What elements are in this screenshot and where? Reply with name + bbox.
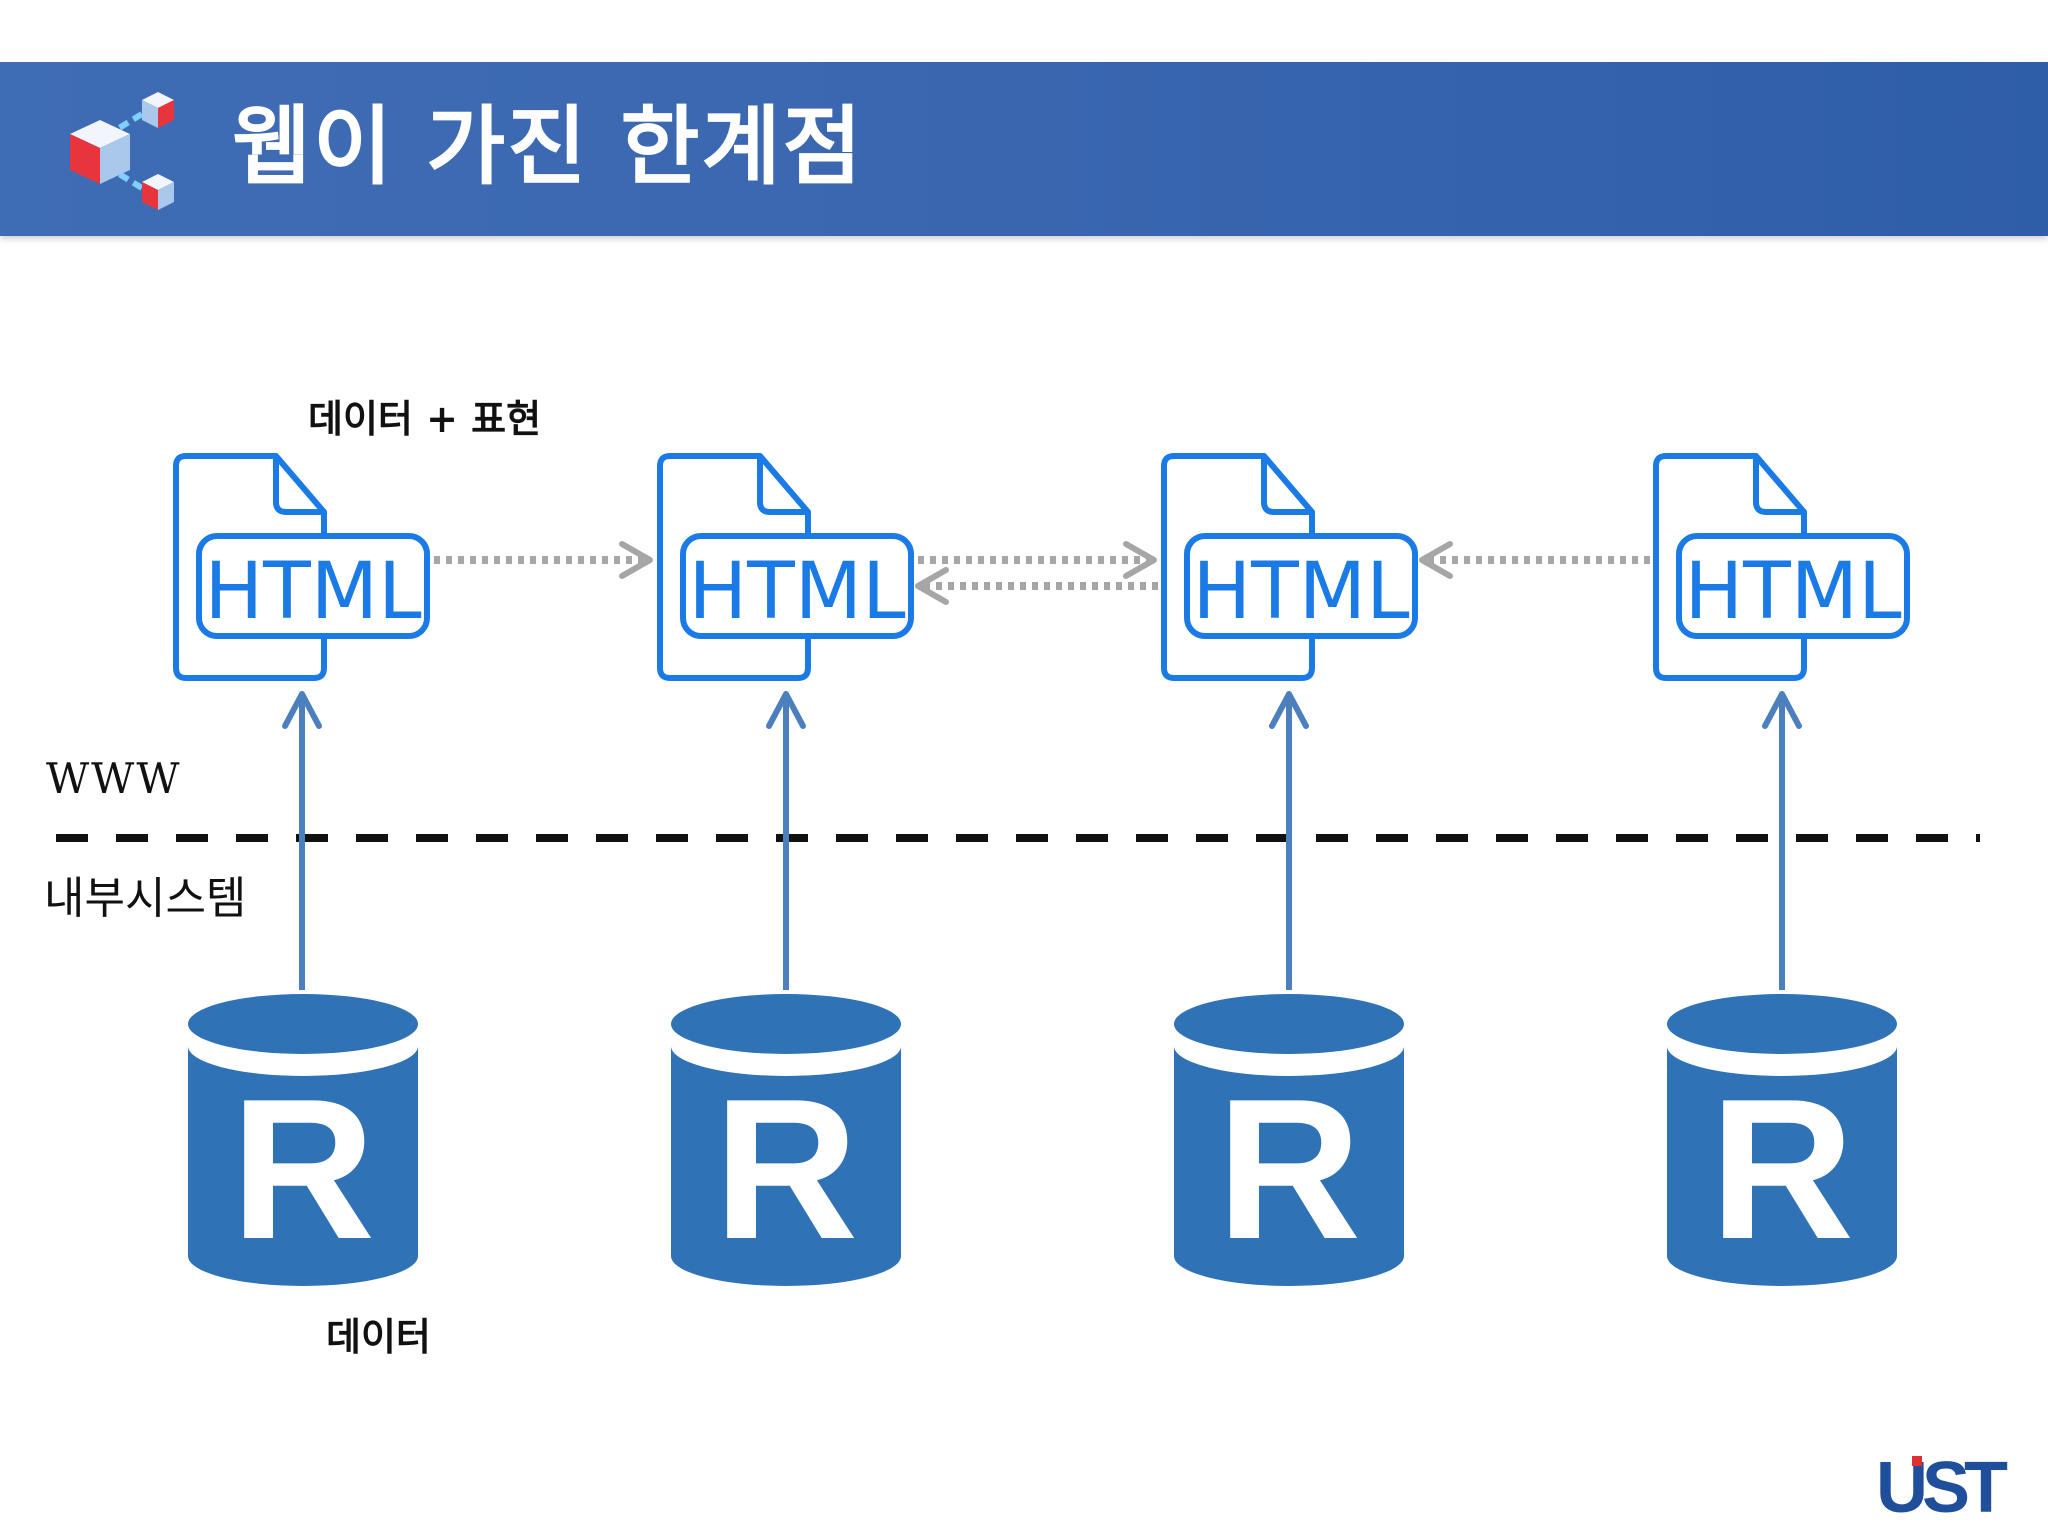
link-arrow-head [1123, 541, 1157, 579]
link-arrow-head [915, 567, 949, 605]
database-letter: R [1710, 1058, 1854, 1281]
html-badge [196, 533, 430, 639]
html-link-arrow [918, 541, 1157, 579]
html-badge [1676, 533, 1910, 639]
link-arrow-head [619, 541, 653, 579]
data-flow-up-arrow [282, 691, 322, 990]
html-document-node: HTML [657, 453, 914, 681]
database-icon: R [1667, 994, 1897, 1286]
data-flow-up-arrow [1269, 691, 1309, 990]
html-document-node: HTML [1161, 453, 1418, 681]
database-lid [671, 994, 901, 1054]
network-cubes-icon [70, 92, 174, 210]
database-body [1667, 1046, 1897, 1286]
brand-text: UST [1876, 1450, 2008, 1520]
arrow-head [766, 691, 806, 729]
data-flow-up-arrow [766, 691, 806, 990]
html-badge [680, 533, 914, 639]
database-icon: R [671, 994, 901, 1286]
document-fold-icon [273, 456, 324, 515]
html-link-arrow [434, 541, 653, 579]
arrow-head [282, 691, 322, 729]
database-letter: R [714, 1058, 858, 1281]
database-icon: R [188, 994, 418, 1286]
www-label: WWW [46, 754, 182, 803]
document-fold-icon [1753, 456, 1804, 515]
database-body [1174, 1046, 1404, 1286]
ust-brand-logo: UST [1876, 1450, 2014, 1520]
data-label: 데이터 [326, 1315, 431, 1359]
header-bar: 웹이 가진 한계점 [0, 62, 2048, 236]
html-badge-label: HTML [204, 547, 422, 637]
html-document-node: HTML [1653, 453, 1910, 681]
database-body [671, 1046, 901, 1286]
html-badge-label: HTML [1192, 547, 1410, 637]
html-badge [1184, 533, 1418, 639]
database-icon: R [1174, 994, 1404, 1286]
html-badge-label: HTML [688, 547, 906, 637]
link-arrow-head [1419, 541, 1453, 579]
brand-accent-dot [1912, 1456, 1922, 1466]
database-lid [188, 994, 418, 1054]
arrow-head [1269, 691, 1309, 729]
arrow-head [1762, 691, 1802, 729]
database-lid [1174, 994, 1404, 1054]
database-body [188, 1046, 418, 1286]
document-fold-icon [1261, 456, 1312, 515]
database-lid [1667, 994, 1897, 1054]
internal-system-label: 내부시스템 [44, 873, 247, 924]
page-title: 웹이 가진 한계점 [232, 97, 864, 197]
data-presentation-label: 데이터 + 표현 [308, 397, 542, 441]
html-link-arrow [1419, 541, 1650, 579]
html-link-arrow [915, 567, 1158, 605]
database-letter: R [1217, 1058, 1361, 1281]
document-fold-icon [757, 456, 808, 515]
html-badge-label: HTML [1684, 547, 1902, 637]
data-flow-up-arrow [1762, 691, 1802, 990]
database-letter: R [231, 1058, 375, 1281]
html-document-node: HTML [173, 453, 430, 681]
